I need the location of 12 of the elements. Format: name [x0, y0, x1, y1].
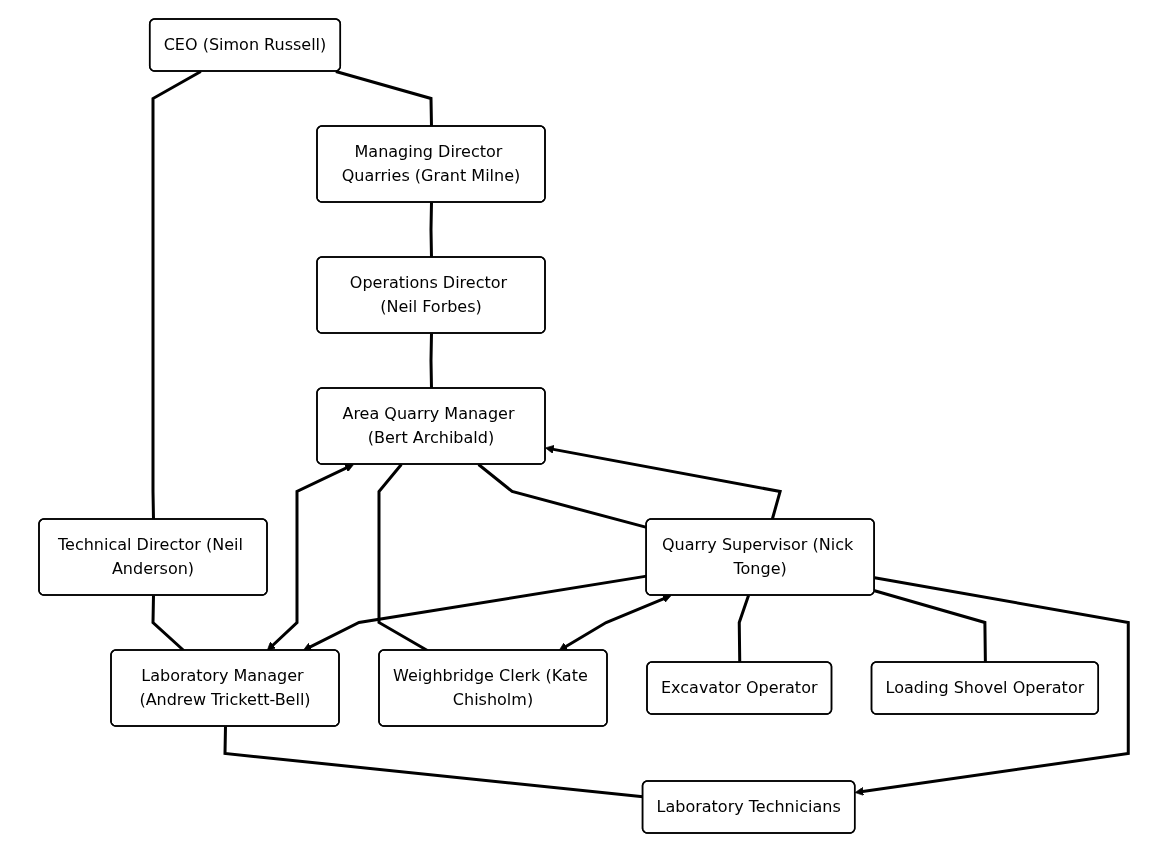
arrow — [267, 464, 355, 651]
connector — [738, 595, 751, 663]
arrow — [559, 594, 672, 651]
connector — [429, 202, 434, 258]
connector — [335, 70, 434, 127]
connector — [377, 463, 429, 652]
arrow — [855, 576, 1131, 796]
connector — [151, 595, 186, 652]
connector — [874, 589, 988, 663]
connector — [429, 333, 434, 389]
connector — [151, 70, 202, 520]
arrow — [545, 445, 783, 520]
